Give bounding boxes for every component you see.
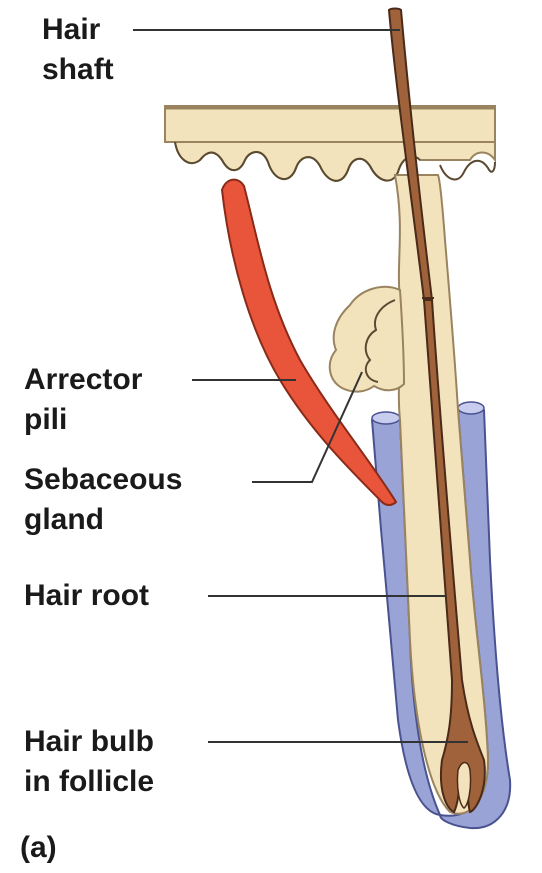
label-hair-bulb-line2: in follicle [24,762,154,802]
label-hair-root: Hair root [24,576,149,616]
epidermis [165,106,495,181]
label-hair-shaft-line2: shaft [42,50,114,90]
papillae-outline-right [440,161,495,180]
follicle-right-opening [458,402,484,414]
panel-letter: (a) [20,830,57,866]
follicle-left-opening [372,412,400,424]
label-sebaceous-gland: Sebaceous gland [24,460,182,540]
skin-surface-band [165,106,495,142]
label-hair-bulb: Hair bulb in follicle [24,722,154,802]
label-arrector-pili-line2: pili [24,400,142,440]
label-sebaceous-gland-line1: Sebaceous [24,460,182,500]
label-hair-bulb-line1: Hair bulb [24,722,154,762]
label-hair-root-line1: Hair root [24,576,149,616]
hair-papilla [457,763,470,809]
label-sebaceous-gland-line2: gland [24,500,182,540]
label-arrector-pili: Arrector pili [24,360,142,440]
label-hair-shaft: Hair shaft [42,10,114,90]
label-arrector-pili-line1: Arrector [24,360,142,400]
label-hair-shaft-line1: Hair [42,10,114,50]
